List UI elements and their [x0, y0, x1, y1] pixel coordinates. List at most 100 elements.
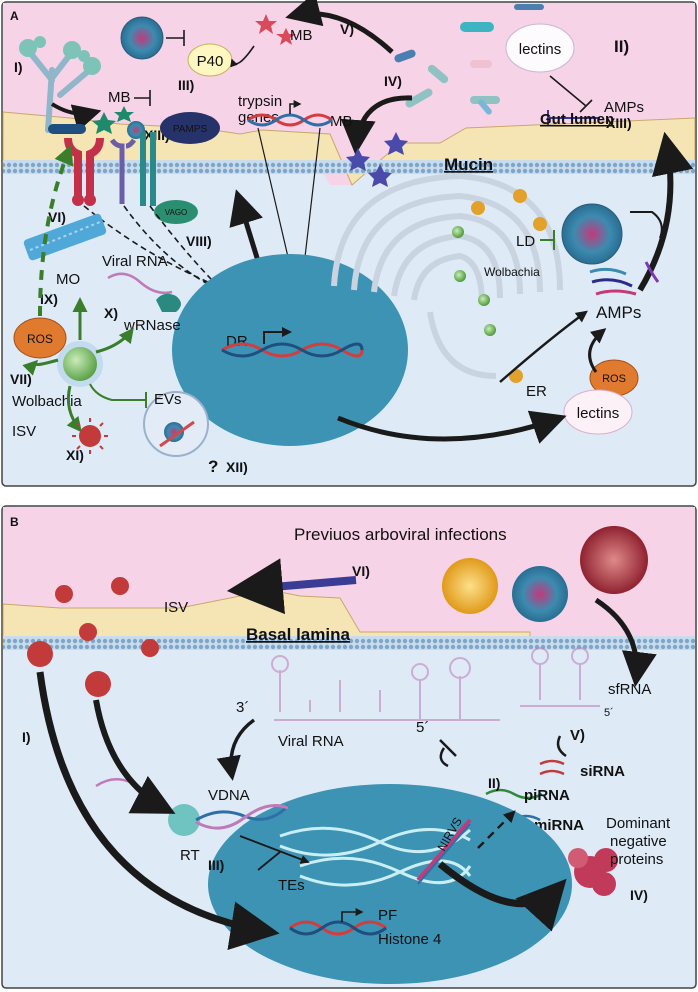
arrow-virus-sfrna — [594, 597, 657, 687]
arrow-wolb-ros — [22, 358, 59, 376]
roman-a-xi: XI) — [66, 447, 84, 463]
panel-a: A I) MB XIII) P40 III) V) MB — [1, 0, 697, 487]
viral-rna-strand — [107, 272, 173, 295]
label-basal-lamina: Basal lamina — [246, 625, 350, 644]
mb-star-icon — [114, 106, 134, 122]
nirvs-strand — [416, 818, 472, 882]
label-five-prime: 5´ — [416, 719, 429, 736]
roman-b-iv: IV) — [630, 887, 648, 903]
label-mb-left: MB — [108, 89, 131, 106]
vago-blob — [154, 200, 198, 224]
pamps-blob — [160, 112, 220, 144]
label-mucin: Mucin — [444, 155, 493, 174]
arrow-bacteria-mb-mucin — [340, 95, 413, 155]
label-ld: LD — [516, 233, 535, 250]
roman-a-iv: IV) — [384, 73, 402, 89]
label-mo: MO — [56, 271, 80, 288]
sirna-strand — [539, 759, 565, 776]
roman-a-xii: XII) — [226, 459, 248, 475]
arrow-wolb-isv — [66, 385, 82, 433]
wolbachia-icon — [57, 341, 103, 387]
arrow-vi-blue — [226, 558, 357, 615]
inhibit-amps-virus — [630, 211, 663, 239]
lipid-droplet-icon — [471, 201, 485, 215]
label-question: ? — [208, 457, 218, 476]
label-mb-center: MB — [330, 113, 353, 130]
nucleus-b — [208, 784, 572, 984]
label-amps-right: AMPs — [596, 303, 641, 322]
roman-b-iii: III) — [208, 857, 224, 873]
roman-a-v: V) — [340, 21, 354, 37]
receptor-purple-icon — [109, 138, 137, 204]
label-viral-rna-a: Viral RNA — [102, 253, 168, 270]
lipid-droplet-icon — [533, 217, 547, 231]
inhibit-mb-left — [134, 90, 151, 106]
rna-in-ev — [159, 420, 195, 448]
label-mirna: miRNA — [534, 817, 584, 834]
label-dominant-2: negative — [610, 833, 667, 850]
label-viral-rna-b: Viral RNA — [278, 733, 344, 750]
label-vago: VAGO — [165, 208, 188, 217]
roman-a-ix: IX) — [40, 291, 58, 307]
label-vdna: VDNA — [208, 787, 250, 804]
mb-star-icon — [384, 132, 408, 155]
arrow-to-p40 — [230, 45, 255, 68]
inhibit-wolb-evs — [89, 383, 147, 408]
inhibit-sirna-sfrna — [556, 735, 567, 758]
virus-icon — [120, 16, 164, 60]
label-ros-right: ROS — [602, 373, 626, 385]
label-histone: Histone 4 — [378, 931, 441, 948]
label-isv-a: ISV — [12, 423, 36, 440]
isv-virus-icon — [27, 577, 159, 697]
label-dominant-3: proteins — [610, 851, 663, 868]
mb-star-icon — [276, 28, 296, 45]
mb-star-icon — [92, 112, 116, 134]
cell-membrane — [3, 160, 695, 174]
virus-icon — [561, 203, 623, 265]
nucleus-a — [172, 254, 408, 446]
panel-b-letter: B — [10, 515, 19, 529]
label-er: ER — [526, 383, 547, 400]
label-wrnase: wRNase — [123, 317, 181, 334]
label-wolbachia-left: Wolbachia — [12, 393, 82, 410]
mitochondria-icon — [23, 213, 107, 261]
label-gut-lumen: Gut lumen — [540, 111, 614, 128]
wolbachia-er-icon — [452, 226, 464, 238]
virus-red-icon — [580, 526, 648, 594]
label-lectins-bottom: lectins — [577, 405, 620, 422]
label-p40: P40 — [197, 53, 224, 70]
wolbachia-er-icon — [454, 270, 466, 282]
lipid-droplet-icon — [513, 189, 527, 203]
mb-star-icon — [255, 14, 277, 34]
label-pamps: PAMPS — [173, 124, 208, 135]
dna-dr-icon — [221, 327, 364, 358]
inhibit-amps-blue — [547, 110, 600, 126]
label-evs: EVs — [154, 391, 182, 408]
arrow-nirvs-proteins — [437, 861, 567, 932]
roman-a-iii: III) — [178, 77, 194, 93]
label-isv-b: ISV — [164, 599, 188, 616]
wrnase-icon — [156, 293, 181, 312]
dominant-protein-icon — [568, 848, 618, 896]
label-pf: PF — [378, 907, 397, 924]
roman-a-vii: VII) — [10, 371, 32, 387]
mb-star-icon — [346, 148, 370, 171]
roman-b-vi: VI) — [352, 563, 370, 579]
vdna-strand-2 — [195, 804, 289, 830]
arrow-ros-amps — [588, 328, 607, 373]
label-previous-infections: Previuos arboviral infections — [294, 525, 507, 544]
wolbachia-er-icon — [484, 324, 496, 336]
dna-trypsin-icon — [247, 100, 333, 127]
label-dominant-1: Dominant — [606, 815, 671, 832]
virus-in-ev-icon — [164, 422, 184, 442]
label-wolbachia-er: Wolbachia — [484, 265, 540, 279]
label-five-prime-small: 5´ — [604, 707, 614, 719]
arrow-fungus-mb — [50, 102, 102, 132]
virus-yellow-icon — [442, 558, 498, 614]
pirna-strand — [485, 788, 543, 800]
dna-histone-icon — [289, 908, 387, 936]
fungus-icon — [19, 36, 101, 133]
label-sfrna: sfRNA — [608, 681, 651, 698]
